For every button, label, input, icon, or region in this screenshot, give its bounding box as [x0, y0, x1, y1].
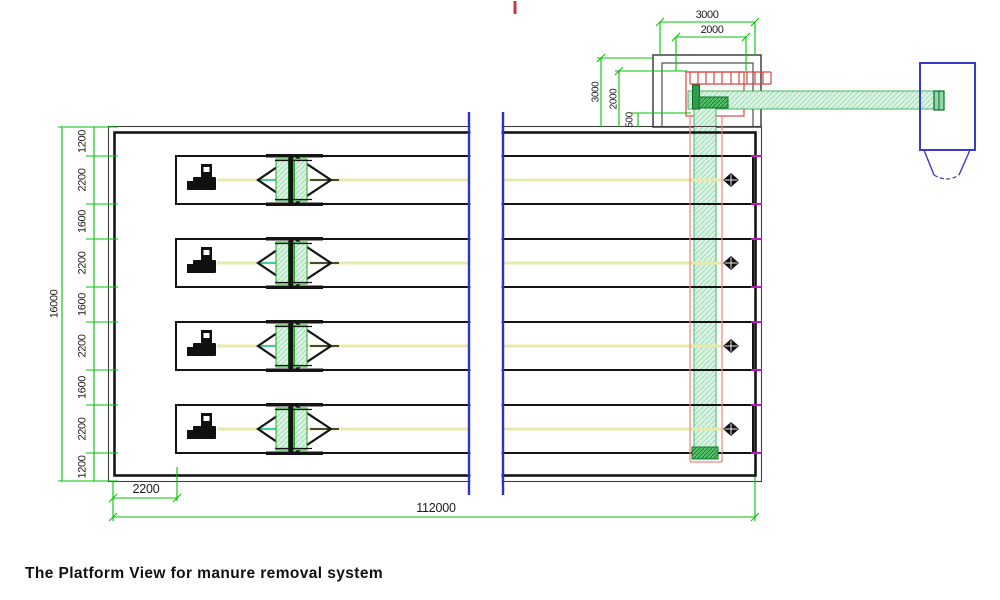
dim-label: 2200	[77, 251, 89, 274]
discharge-end	[933, 90, 945, 111]
dim-label: 1600	[77, 376, 89, 399]
box-left-dimensions: 3000 2000 500	[591, 53, 691, 128]
dim-label: 1200	[77, 130, 89, 153]
elevator-column	[693, 99, 717, 453]
dim-label-offset: 2200	[132, 482, 159, 496]
scraper-channel	[689, 116, 723, 463]
dim-label-box-width: 3000	[696, 9, 719, 21]
platform-row	[174, 235, 755, 291]
platform-row	[174, 318, 755, 374]
dim-label: 2200	[77, 334, 89, 357]
column-foot	[691, 446, 719, 460]
break-gap	[470, 110, 502, 497]
wall-tick-marks	[751, 155, 762, 454]
platform-row	[174, 401, 755, 457]
break-lines	[467, 112, 505, 495]
platform-row	[174, 152, 755, 208]
drawing-title: The Platform View for manure removal sys…	[25, 565, 384, 582]
left-dimension-chain: 1200 2200 1600 2200 1600 2200 1600 2200 …	[49, 126, 118, 482]
drive-motor	[692, 84, 729, 110]
dim-label: 2200	[77, 417, 89, 440]
platform-outline	[107, 125, 763, 483]
column-crossing-lines	[690, 125, 721, 454]
dim-label-total-height: 16000	[49, 289, 61, 318]
dim-label-total-length: 112000	[416, 501, 456, 515]
bottom-dimensions: 2200 112000	[108, 467, 760, 522]
dim-label-box-height-inner: 2000	[609, 88, 620, 109]
dim-label: 1200	[77, 455, 89, 478]
dim-label-box-height-small: 500	[625, 111, 636, 127]
top-dimensions: 3000 2000	[655, 9, 760, 71]
dim-label: 1600	[77, 293, 89, 316]
dim-label-box-width-inner: 2000	[701, 24, 724, 36]
dim-label: 1600	[77, 210, 89, 233]
dim-label-box-height: 3000	[591, 81, 602, 102]
dim-label: 2200	[77, 168, 89, 191]
hopper	[919, 62, 976, 180]
